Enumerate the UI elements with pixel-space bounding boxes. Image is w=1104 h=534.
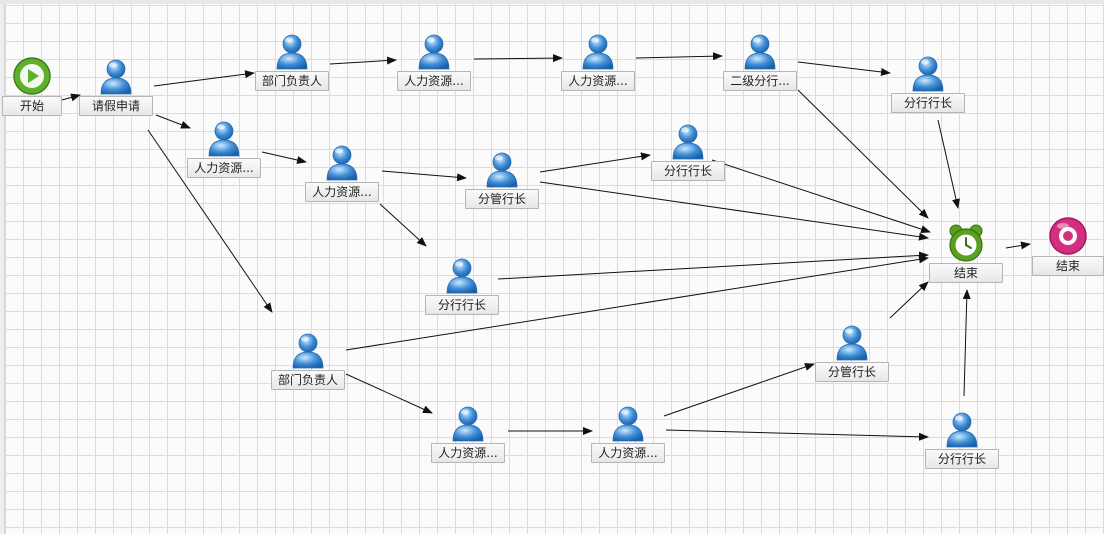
user-icon bbox=[608, 403, 648, 443]
edge-n7-to-n10[interactable] bbox=[379, 203, 427, 247]
node-label: 人力资源... bbox=[397, 71, 471, 91]
node-n2[interactable]: 人力资源... bbox=[397, 34, 471, 109]
user-icon bbox=[322, 142, 362, 182]
timer-icon bbox=[946, 223, 986, 263]
node-n3[interactable]: 人力资源... bbox=[561, 34, 635, 109]
edge-n13-to-n14[interactable] bbox=[663, 363, 815, 417]
node-end1[interactable]: 结束 bbox=[929, 224, 1003, 301]
user-icon bbox=[96, 56, 136, 96]
edge-n11-to-end1[interactable] bbox=[345, 255, 929, 351]
edge-n9-to-end1[interactable] bbox=[711, 159, 931, 233]
user-icon bbox=[204, 118, 244, 158]
node-label: 分行行长 bbox=[651, 161, 725, 181]
edge-n5-to-end1[interactable] bbox=[937, 119, 960, 209]
edge-n15-to-end1[interactable] bbox=[962, 289, 971, 397]
edge-n8-to-n9[interactable] bbox=[539, 152, 651, 173]
end-icon bbox=[1048, 216, 1088, 256]
left-ruler bbox=[0, 4, 5, 534]
edge-n13-to-n15[interactable] bbox=[665, 429, 929, 441]
node-label: 人力资源... bbox=[187, 158, 261, 178]
edge-n4-to-n5[interactable] bbox=[797, 61, 891, 76]
node-apply[interactable]: 请假申请 bbox=[79, 59, 153, 134]
edge-end1-to-end2[interactable] bbox=[1005, 241, 1031, 250]
user-icon bbox=[740, 31, 780, 71]
edge-apply-to-n1[interactable] bbox=[153, 70, 255, 87]
node-label: 结束 bbox=[929, 263, 1003, 283]
edge-start-to-apply[interactable] bbox=[61, 93, 81, 102]
node-n14[interactable]: 分管行长 bbox=[815, 325, 889, 400]
node-n11[interactable]: 部门负责人 bbox=[271, 333, 345, 408]
node-label: 分行行长 bbox=[425, 295, 499, 315]
node-label: 二级分行... bbox=[723, 71, 797, 91]
node-end2[interactable]: 结束 bbox=[1032, 217, 1104, 294]
node-n13[interactable]: 人力资源... bbox=[591, 406, 665, 481]
edge-n14-to-end1[interactable] bbox=[889, 281, 929, 319]
user-icon bbox=[288, 330, 328, 370]
node-label: 分管行长 bbox=[815, 362, 889, 382]
user-icon bbox=[832, 322, 872, 362]
edge-n2-to-n3[interactable] bbox=[473, 54, 563, 63]
node-label: 请假申请 bbox=[79, 96, 153, 116]
node-label: 分管行长 bbox=[465, 189, 539, 209]
node-n12[interactable]: 人力资源... bbox=[431, 406, 505, 481]
node-label: 部门负责人 bbox=[255, 71, 329, 91]
node-label: 人力资源... bbox=[591, 443, 665, 463]
node-n7[interactable]: 人力资源... bbox=[305, 145, 379, 220]
user-icon bbox=[442, 255, 482, 295]
node-n1[interactable]: 部门负责人 bbox=[255, 34, 329, 109]
edge-n4-to-end1[interactable] bbox=[797, 89, 929, 219]
node-label: 部门负责人 bbox=[271, 370, 345, 390]
node-n6[interactable]: 人力资源... bbox=[187, 121, 261, 196]
node-label: 结束 bbox=[1032, 256, 1104, 276]
node-label: 分行行长 bbox=[891, 93, 965, 113]
edge-n8-to-end1[interactable] bbox=[539, 181, 929, 241]
node-n8[interactable]: 分管行长 bbox=[465, 152, 539, 227]
user-icon bbox=[942, 409, 982, 449]
edge-n7-to-n8[interactable] bbox=[381, 170, 467, 182]
node-label: 开始 bbox=[2, 96, 62, 116]
node-n10[interactable]: 分行行长 bbox=[425, 258, 499, 333]
start-icon bbox=[12, 56, 52, 96]
node-n15[interactable]: 分行行长 bbox=[925, 412, 999, 487]
user-icon bbox=[272, 31, 312, 71]
node-label: 人力资源... bbox=[561, 71, 635, 91]
node-n4[interactable]: 二级分行... bbox=[723, 34, 797, 109]
user-icon bbox=[908, 53, 948, 93]
edge-apply-to-n6[interactable] bbox=[155, 114, 191, 129]
node-label: 分行行长 bbox=[925, 449, 999, 469]
node-n9[interactable]: 分行行长 bbox=[651, 124, 725, 199]
node-n5[interactable]: 分行行长 bbox=[891, 56, 965, 131]
user-icon bbox=[448, 403, 488, 443]
node-start[interactable]: 开始 bbox=[2, 57, 62, 134]
user-icon bbox=[578, 31, 618, 71]
edge-n1-to-n2[interactable] bbox=[329, 56, 397, 65]
edge-apply-to-n11[interactable] bbox=[147, 129, 273, 313]
node-label: 人力资源... bbox=[305, 182, 379, 202]
node-label: 人力资源... bbox=[431, 443, 505, 463]
user-icon bbox=[414, 31, 454, 71]
user-icon bbox=[482, 149, 522, 189]
edge-n10-to-end1[interactable] bbox=[497, 251, 929, 280]
edge-n6-to-n7[interactable] bbox=[261, 151, 307, 164]
edge-n3-to-n4[interactable] bbox=[635, 52, 723, 61]
edge-n11-to-n12[interactable] bbox=[345, 373, 433, 414]
user-icon bbox=[668, 121, 708, 161]
top-border bbox=[0, 0, 1104, 4]
